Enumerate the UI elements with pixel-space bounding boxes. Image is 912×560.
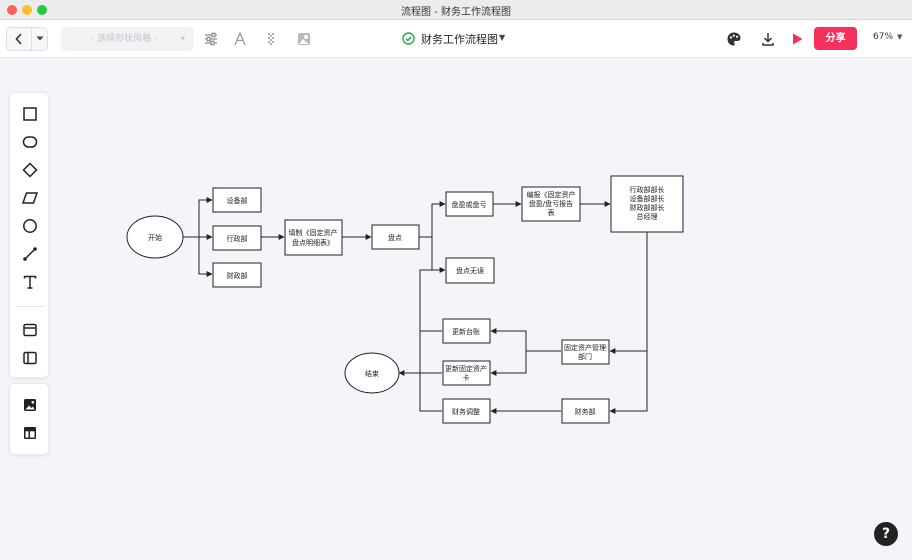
node-label-line2: 盘盈/盘亏报告 [529,199,573,208]
node-start[interactable]: 开始 [126,215,184,259]
node-label-line2: 部门 [578,352,592,361]
node-update-ledger[interactable]: 更新台账 [442,318,491,344]
node-label: 盘点 [388,233,402,242]
help-button[interactable]: ? [874,522,898,546]
node-label: 财务部 [575,407,596,416]
node-label-line2: 卡 [463,373,470,382]
node-label: 财务调整 [452,407,480,416]
node-label: 更新台账 [452,327,480,336]
caret-down-icon [36,36,44,41]
document-title: 财务工作流程图 [421,33,498,46]
caret-down-icon: ▾ [180,34,185,43]
palette-icon[interactable] [724,29,744,49]
node-label-line2: 设备部部长 [630,194,665,203]
node-admin-dept[interactable]: 行政部 [212,225,262,251]
share-button[interactable]: 分享 [814,27,857,50]
saved-check-icon [402,32,415,45]
insert-palette [9,383,49,455]
node-no-error[interactable]: 盘点无误 [445,257,495,284]
parallelogram-tool-icon[interactable] [18,187,42,209]
node-label-line4: 总经理 [637,212,658,221]
minimize-window-button[interactable] [22,5,32,15]
node-approvers[interactable]: 行政部部长 设备部部长 财政部部长 总经理 [610,175,684,233]
node-report[interactable]: 编报《固定资产 盘盈/盘亏报告 表 [521,186,581,222]
node-label-line3: 财政部部长 [630,203,665,212]
shape-palette [9,92,49,378]
node-finance-dept-top[interactable]: 财政部 [212,262,262,288]
node-label-line1: 填制《固定资产 [289,228,338,237]
back-button[interactable] [7,28,31,50]
node-label: 财政部 [227,271,248,280]
image-style-icon[interactable] [294,29,314,49]
top-toolbar: - 选择形状风格 - ▾ 财务工作流程图 ▼ 分享 6 [0,20,912,58]
shape-style-placeholder: - 选择形状风格 - [91,34,158,44]
fill-pattern-icon[interactable] [263,29,283,49]
node-label: 盘点无误 [456,266,484,275]
node-label-line1: 固定资产管理 [564,343,606,352]
node-equipment-dept[interactable]: 设备部 [212,187,262,213]
sliders-icon[interactable] [201,29,221,49]
close-window-button[interactable] [7,5,17,15]
image-insert-icon[interactable] [18,394,42,416]
zoom-window-button[interactable] [37,5,47,15]
node-label-line1: 编报《固定资产 [527,190,576,199]
container-tool-icon[interactable] [18,319,42,341]
chevron-left-icon [15,33,22,45]
window-titlebar: 流程图 - 财务工作流程图 [0,0,912,20]
text-style-icon[interactable] [230,29,250,49]
caret-down-icon[interactable]: ▼ [897,33,903,41]
window-title: 流程图 - 财务工作流程图 [401,7,511,18]
node-fill-form[interactable]: 填制《固定资产 盘点明细表》 [284,219,343,256]
ellipse-tool-icon[interactable] [18,131,42,153]
circle-tool-icon[interactable] [18,215,42,237]
node-label: 结束 [365,369,379,378]
node-surplus-loss[interactable]: 盘盈或盘亏 [445,191,494,217]
template-insert-icon[interactable] [18,422,42,444]
node-end[interactable]: 结束 [344,352,400,394]
nav-menu-button[interactable] [31,28,48,50]
text-tool-icon[interactable] [18,271,42,293]
node-update-card[interactable]: 更新固定资产 卡 [442,360,491,386]
shape-style-select[interactable]: - 选择形状风格 - ▾ [61,27,194,51]
node-label: 开始 [148,233,162,242]
palette-divider [16,306,44,307]
node-finance-adjust[interactable]: 财务调整 [442,398,491,424]
present-play-icon[interactable] [787,29,807,49]
rectangle-tool-icon[interactable] [18,103,42,125]
nav-button-group [6,27,48,51]
download-icon[interactable] [758,29,778,49]
node-label: 行政部 [227,234,248,243]
diamond-tool-icon[interactable] [18,159,42,181]
node-asset-mgmt[interactable]: 固定资产管理 部门 [561,339,610,365]
line-tool-icon[interactable] [18,243,42,265]
node-finance-dept[interactable]: 财务部 [561,398,610,424]
node-label-line2: 盘点明细表》 [292,238,334,247]
node-label-line3: 表 [548,208,555,217]
connector-lines [183,197,648,414]
node-label-line1: 行政部部长 [630,185,665,194]
zoom-level[interactable]: 67% [873,32,894,42]
node-label: 盘盈或盘亏 [452,200,487,209]
caret-down-icon: ▼ [499,33,506,42]
node-inventory[interactable]: 盘点 [371,224,420,250]
node-label: 设备部 [227,196,248,205]
swimlane-tool-icon[interactable] [18,347,42,369]
node-label-line1: 更新固定资产 [445,364,487,373]
